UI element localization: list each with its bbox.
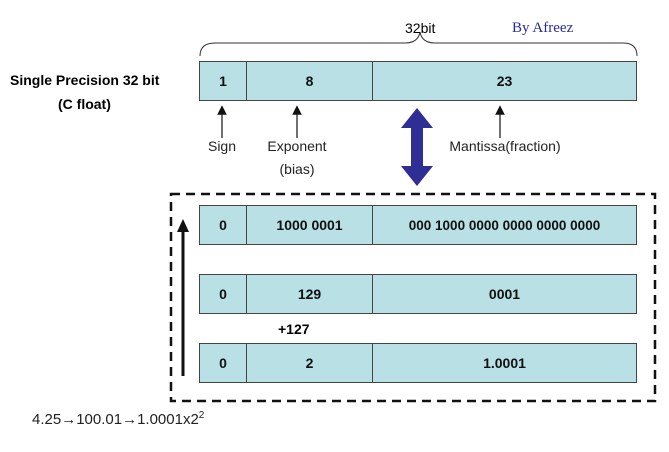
row-mantissa: 000 1000 0000 0000 0000 0000	[408, 217, 601, 233]
mantissa-bits: 23	[496, 73, 513, 89]
row-mantissa: 0001	[488, 286, 521, 302]
brace-label: 32bit	[405, 20, 436, 36]
row-exponent: 129	[247, 275, 373, 313]
bias-note: +127	[278, 321, 310, 337]
row-biased: 0 129 0001	[199, 274, 637, 314]
dashed-box	[169, 192, 657, 403]
row-normalized: 0 2 1.0001	[199, 343, 637, 383]
conversion-exponent: 2	[198, 410, 205, 421]
bias-label: (bias)	[279, 161, 315, 177]
conversion-text: 4.25→100.01→1.0001x22	[32, 410, 204, 428]
row-sign: 0	[200, 275, 247, 313]
format-bar: 1 8 23	[199, 61, 637, 101]
double-arrow-icon	[401, 108, 433, 186]
mantissa-label: Mantissa(fraction)	[449, 138, 561, 154]
row-binary: 0 1000 0001 000 1000 0000 0000 0000 0000	[199, 205, 637, 245]
row-mantissa: 1.0001	[483, 355, 526, 371]
title-line1: Single Precision 32 bit	[10, 72, 160, 88]
exponent-bits: 8	[247, 62, 373, 100]
row-sign: 0	[200, 344, 247, 382]
title-line2: (C float)	[58, 96, 111, 112]
row-exponent: 1000 0001	[247, 206, 373, 244]
brace	[199, 31, 638, 57]
up-arrow-head	[177, 219, 189, 232]
sign-label: Sign	[207, 138, 237, 154]
author-label: By Afreez	[512, 20, 574, 36]
conversion-main: 4.25→100.01→1.0001x2	[32, 411, 199, 428]
row-exponent: 2	[247, 344, 373, 382]
sign-bits: 1	[200, 62, 247, 100]
row-sign: 0	[200, 206, 247, 244]
exponent-label: Exponent	[267, 138, 327, 154]
